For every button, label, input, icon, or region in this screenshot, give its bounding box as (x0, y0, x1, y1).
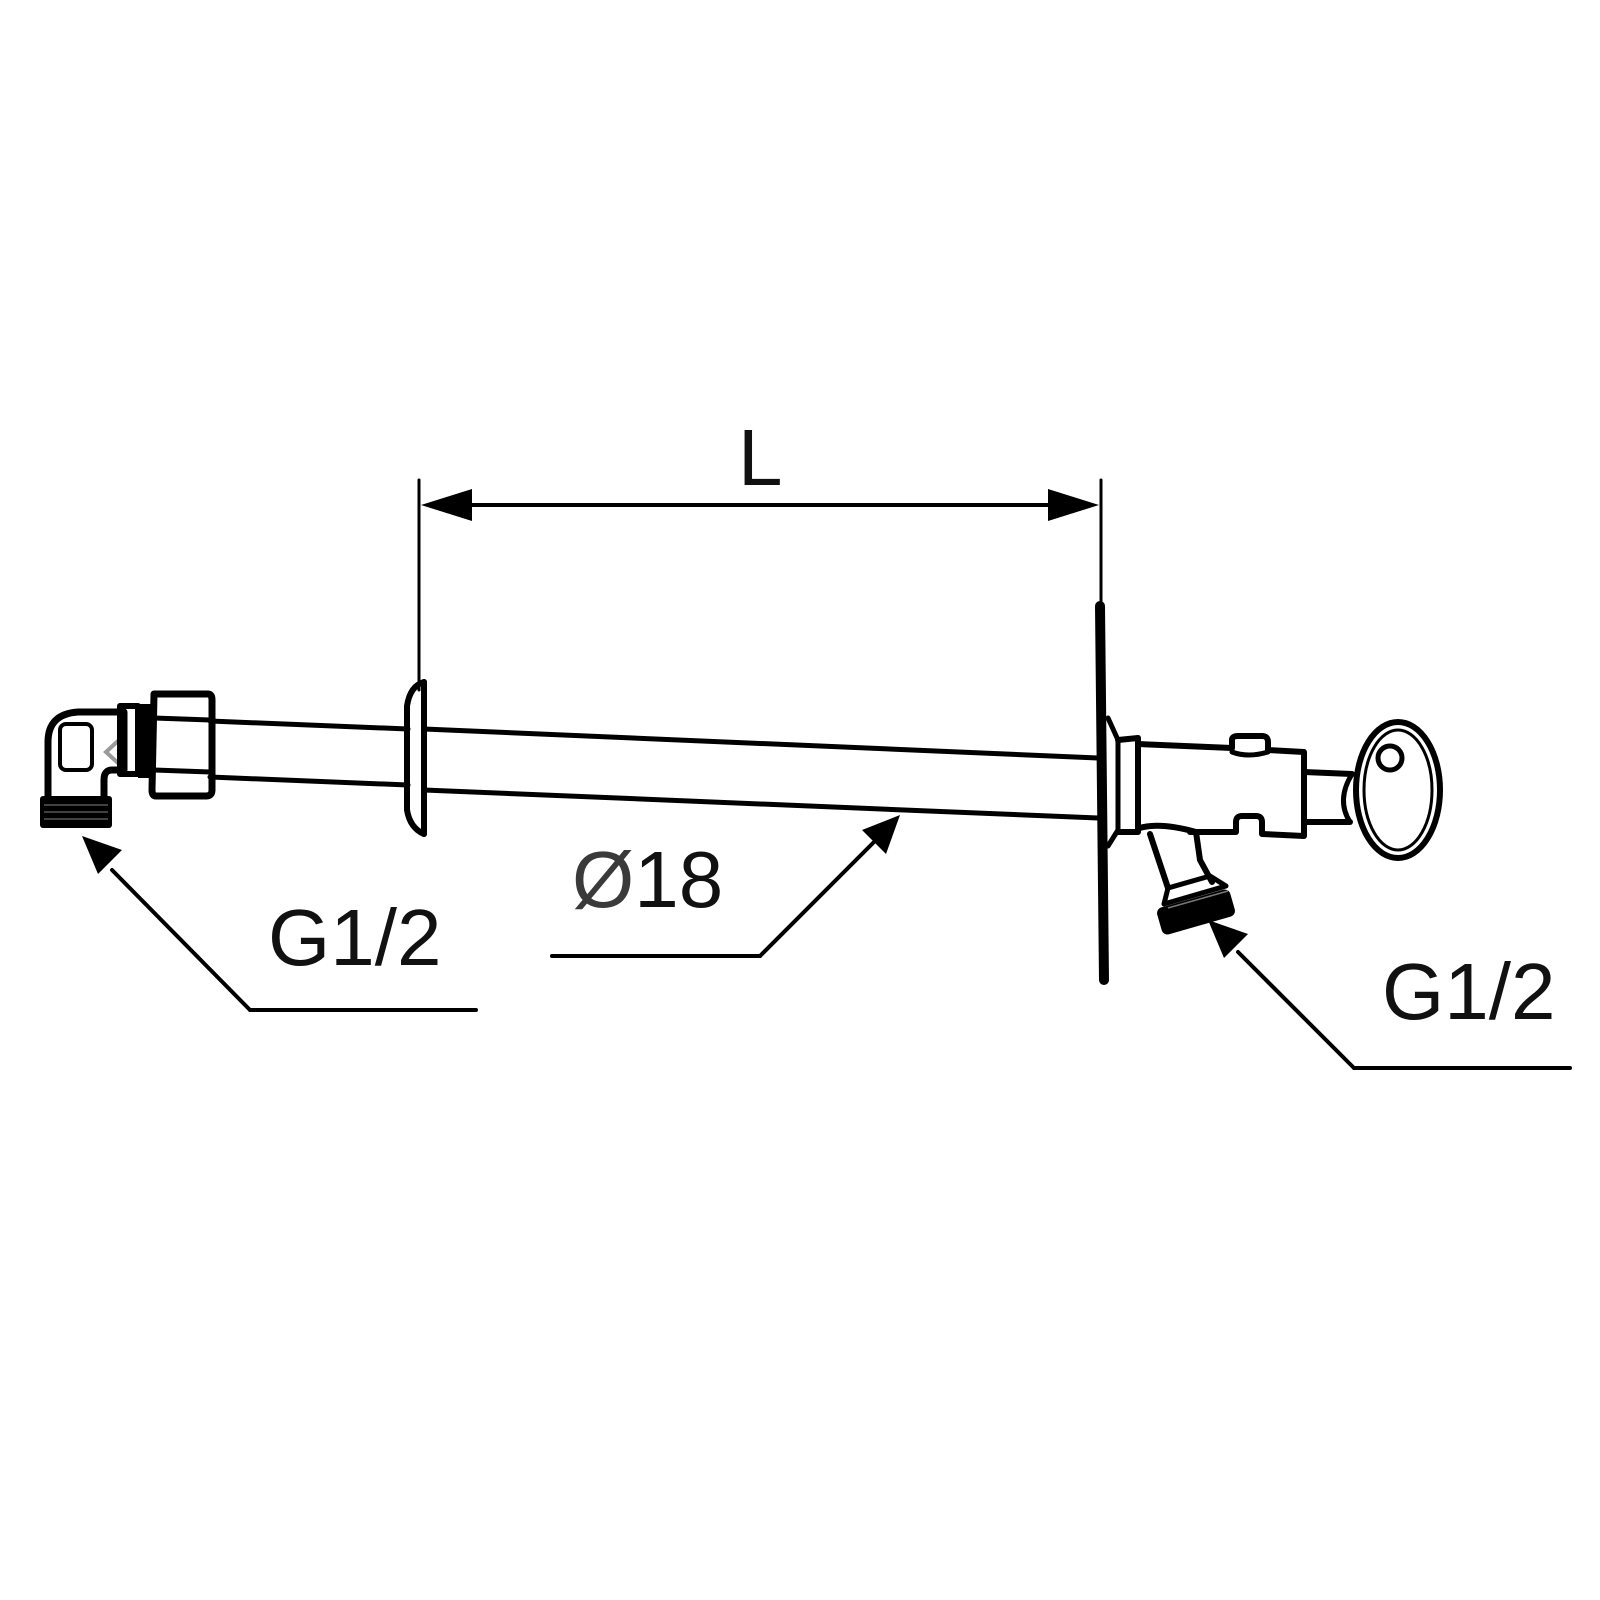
outlet-thread (1157, 889, 1235, 935)
valve-body (1115, 733, 1307, 839)
inlet-thread-leader (82, 836, 478, 1012)
length-label: L (738, 413, 783, 502)
diameter-label: Ø18 (572, 840, 723, 920)
hose-outlet-spout (1137, 822, 1235, 935)
diameter-symbol: Ø (572, 835, 635, 924)
outlet-thread-label: G1/2 (1382, 947, 1556, 1036)
inlet-thread-label: G1/2 (268, 893, 442, 982)
compression-nut (117, 690, 216, 800)
orientation-marker-icon (103, 738, 121, 766)
outer-wall-flange (1095, 601, 1121, 985)
key-handle (1301, 719, 1443, 861)
diameter-leader (550, 815, 900, 958)
elbow-inlet-fitting (40, 708, 128, 828)
arrowhead-left-icon (421, 489, 472, 521)
inlet-arrowhead-icon (82, 836, 122, 874)
arrowhead-right-icon (1048, 489, 1099, 521)
outlet-thread-leader (1208, 920, 1572, 1070)
diameter-arrowhead-icon (862, 815, 900, 854)
key-hole-icon (1375, 743, 1405, 773)
inner-wall-rosette (404, 679, 427, 837)
diameter-value: 18 (634, 835, 724, 924)
pipe (207, 718, 1101, 821)
length-dimension (417, 478, 1103, 692)
outlet-arrowhead-icon (1208, 920, 1248, 958)
